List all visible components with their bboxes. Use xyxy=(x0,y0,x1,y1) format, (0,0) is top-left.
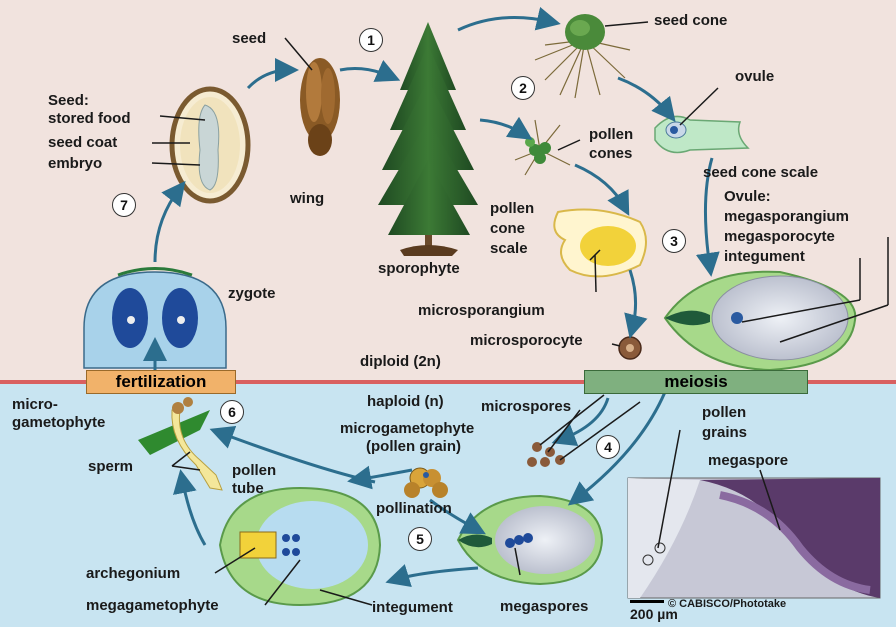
micrograph-photo xyxy=(627,477,881,599)
label-megasporocyte: megasporocyte xyxy=(724,228,835,245)
fertilization-bar: fertilization xyxy=(86,370,236,394)
label-sperm: sperm xyxy=(88,458,134,475)
label-pollen-cones-1: pollen xyxy=(589,126,634,143)
label-microgametophyte-short-1: micro- xyxy=(12,396,58,413)
haploid-label: haploid (n) xyxy=(367,393,444,410)
seed-cross-section xyxy=(169,86,251,204)
label-pollen-grains-1: pollen xyxy=(702,404,747,421)
label-seed-cone: seed cone xyxy=(654,12,728,29)
germinated-microgametophyte xyxy=(138,397,223,491)
microspore-cluster xyxy=(527,442,565,467)
scale-bar-label: 200 µm xyxy=(630,606,678,622)
label-seed-header: Seed: xyxy=(48,92,89,109)
ovule-megaspores xyxy=(456,494,604,586)
label-pollen-tube-2: tube xyxy=(232,480,264,497)
ovule-large xyxy=(663,270,857,372)
seed-cone xyxy=(534,14,631,99)
step-7: 7 xyxy=(112,193,136,217)
label-microgametophyte-long-2: (pollen grain) xyxy=(366,438,461,455)
step-1: 1 xyxy=(359,28,383,52)
label-ovule-header: Ovule: xyxy=(724,188,771,205)
label-zygote: zygote xyxy=(228,285,276,302)
scale-bar-line xyxy=(630,600,664,603)
label-stored-food: stored food xyxy=(48,110,131,127)
label-microgametophyte-long-1: microgametophyte xyxy=(340,420,475,437)
photo-credit: © CABISCO/Phototake xyxy=(668,598,787,610)
ovule-megagametophyte xyxy=(218,486,382,607)
zygote-structure xyxy=(83,267,227,369)
label-megaspore: megaspore xyxy=(708,452,789,469)
label-integument-bottom: integument xyxy=(372,599,453,616)
label-ovule: ovule xyxy=(735,68,775,85)
label-microsporocyte: microsporocyte xyxy=(470,332,583,349)
label-pollen-tube-1: pollen xyxy=(232,462,277,479)
label-seed-coat: seed coat xyxy=(48,134,118,151)
leader-lines xyxy=(151,21,889,606)
label-seed: seed xyxy=(232,30,267,47)
label-megagametophyte: megagametophyte xyxy=(86,597,219,614)
step-4: 4 xyxy=(596,435,620,459)
label-pollen-cone-scale-2: cone xyxy=(490,220,526,237)
label-integument-top: integument xyxy=(724,248,805,265)
pollen-grain xyxy=(404,467,448,498)
pollen-cone-scale xyxy=(553,208,647,278)
label-wing: wing xyxy=(290,190,325,207)
label-megaspores: megaspores xyxy=(500,598,589,615)
label-megasporangium: megasporangium xyxy=(724,208,850,225)
meiosis-bar: meiosis xyxy=(584,370,808,394)
diploid-label: diploid (2n) xyxy=(360,353,441,370)
step-5: 5 xyxy=(408,527,432,551)
label-pollination: pollination xyxy=(376,500,452,517)
seed-cone-scale xyxy=(654,115,750,154)
label-sporophyte: sporophyte xyxy=(378,260,460,277)
label-pollen-cone-scale-1: pollen xyxy=(490,200,535,217)
label-archegonium: archegonium xyxy=(86,565,181,582)
sporophyte-tree xyxy=(378,22,478,256)
winged-seed xyxy=(300,58,340,156)
label-microsporangium: microsporangium xyxy=(418,302,545,319)
label-microgametophyte-short-2: gametophyte xyxy=(12,414,106,431)
label-pollen-grains-2: grains xyxy=(702,424,748,441)
step-6: 6 xyxy=(220,400,244,424)
label-pollen-cones-2: cones xyxy=(589,145,633,162)
label-microspores: microspores xyxy=(481,398,572,415)
label-embryo: embryo xyxy=(48,155,103,172)
step-2: 2 xyxy=(511,76,535,100)
phase-divider xyxy=(0,380,896,384)
label-pollen-cone-scale-3: scale xyxy=(490,240,528,257)
step-3: 3 xyxy=(662,229,686,253)
label-seed-cone-scale: seed cone scale xyxy=(703,164,819,181)
